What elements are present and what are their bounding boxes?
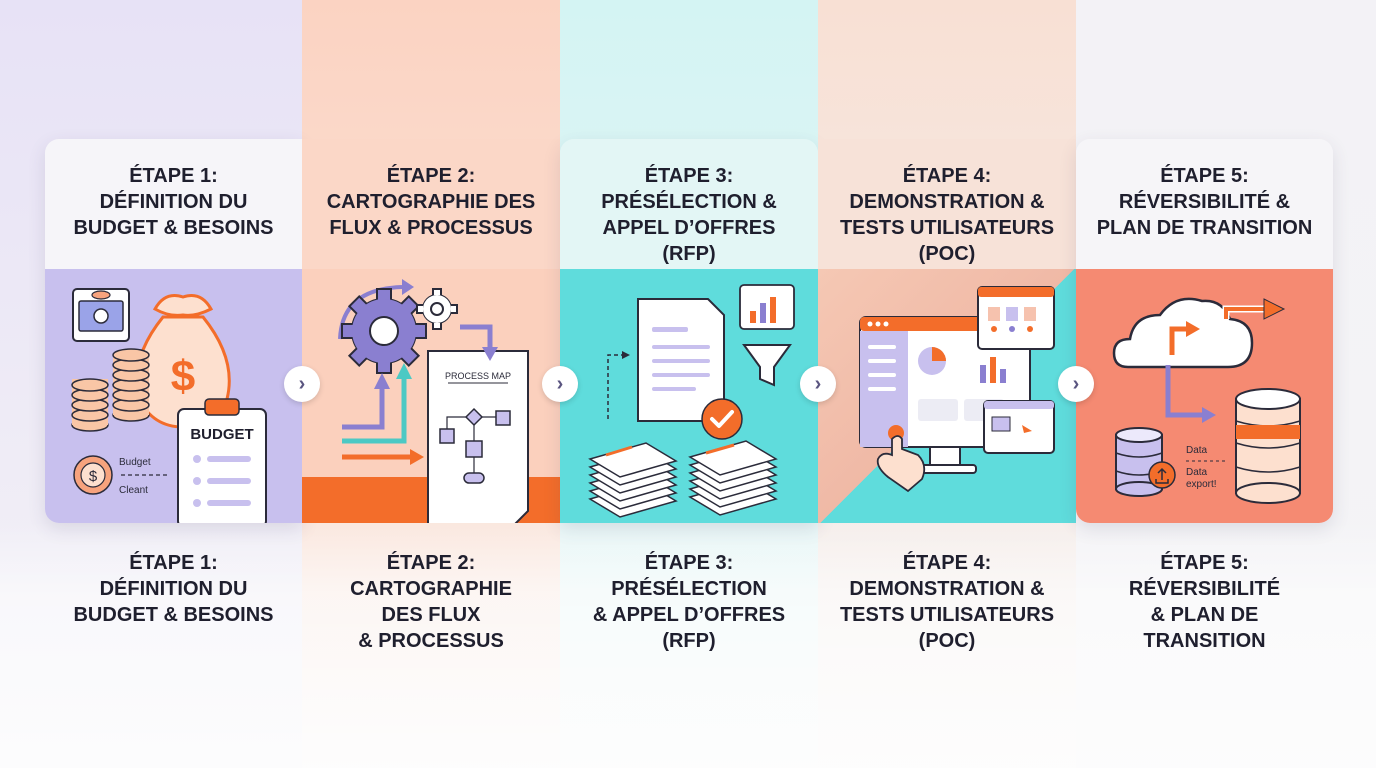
step-5-caption-line-2: RÉVERSIBILITÉ	[1128, 578, 1281, 600]
poc-illustration	[859, 286, 1055, 493]
step-5-caption: ÉTAPE 5: RÉVERSIBILITÉ & PLAN DE TRANSIT…	[1076, 550, 1333, 654]
step-4-caption-line-1: ÉTAPE 4:	[902, 552, 992, 574]
document-icon	[637, 298, 725, 422]
step-card-2: ÉTAPE 2: CARTOGRAPHIE DES FLUX & PROCESS…	[302, 139, 560, 523]
step-4-caption-line-3: TESTS UTILISATEURS	[839, 604, 1055, 626]
hand-pointer-icon	[876, 425, 926, 493]
step-card-4: ÉTAPE 4: DEMONSTRATION & TESTS UTILISATE…	[818, 139, 1076, 523]
step-card-5: ÉTAPE 5: RÉVERSIBILITÉ & PLAN DE TRANSIT…	[1076, 139, 1333, 523]
cloud-icon	[1112, 297, 1254, 369]
step-3-illustration	[560, 269, 818, 523]
legend-cleant-label: Cleant	[119, 485, 148, 496]
step-3-head-line-1: ÉTAPE 3:	[644, 165, 734, 187]
bar-chart-icon	[739, 284, 795, 330]
banknote-icon	[72, 288, 130, 342]
step-1-caption-line-2: DÉFINITION DU	[99, 578, 248, 600]
clipboard-title: BUDGET	[190, 426, 253, 443]
step-2-caption-line-3: DES FLUX	[381, 604, 481, 626]
next-arrow-button-2[interactable]: ›	[542, 366, 578, 402]
step-1-head-line-1: ÉTAPE 1:	[129, 165, 218, 187]
step-5-head-line-2: RÉVERSIBILITÉ &	[1118, 191, 1291, 213]
step-3-head-line-3: APPEL D’OFFRES	[602, 217, 776, 239]
step-1-caption: ÉTAPE 1: DÉFINITION DU BUDGET & BESOINS	[45, 550, 302, 628]
step-2-head-line-1: ÉTAPE 2:	[386, 165, 476, 187]
step-5-illustration: Data Data export!	[1076, 269, 1333, 523]
step-3-caption: ÉTAPE 3: PRÉSÉLECTION & APPEL D’OFFRES (…	[560, 550, 818, 654]
step-1-caption-line-3: BUDGET & BESOINS	[73, 604, 274, 626]
step-2-head-line-3: FLUX & PROCESSUS	[329, 217, 533, 239]
paper-stack-right	[688, 440, 778, 516]
funnel-icon	[742, 344, 792, 387]
legend-budget-label: Budget	[119, 457, 151, 468]
step-4-head-line-4: (POC)	[918, 243, 976, 265]
step-5-caption-line-1: ÉTAPE 5:	[1160, 552, 1249, 574]
database-icon	[1235, 388, 1301, 504]
step-2-caption-line-2: CARTOGRAPHIE	[350, 578, 512, 600]
step-2-caption-line-4: & PROCESSUS	[358, 630, 504, 652]
coins-icon	[71, 348, 150, 432]
budget-illustration: $ $	[71, 288, 267, 523]
step-1-header: ÉTAPE 1: DÉFINITION DU BUDGET & BESOINS	[45, 139, 302, 269]
popup-window-top	[977, 286, 1055, 350]
data-export-label: export!	[1186, 479, 1217, 490]
step-5-head-line-1: ÉTAPE 5:	[1160, 165, 1249, 187]
step-2-header: ÉTAPE 2: CARTOGRAPHIE DES FLUX & PROCESS…	[302, 139, 560, 269]
paper-stack-left	[588, 442, 678, 518]
process-map-title: PROCESS MAP	[445, 371, 511, 381]
step-2-head-line-2: CARTOGRAPHIE DES	[326, 191, 536, 213]
step-1-head-line-3: BUDGET & BESOINS	[73, 217, 274, 239]
step-3-head-line-2: PRÉSÉLECTION &	[601, 191, 777, 213]
step-4-caption-line-4: (POC)	[918, 630, 976, 652]
process-map-icon	[427, 350, 529, 523]
rfp-illustration	[588, 284, 795, 518]
step-3-head-line-4: (RFP)	[662, 243, 716, 265]
process-illustration: PROCESS MAP	[338, 279, 529, 523]
step-2-caption: ÉTAPE 2: CARTOGRAPHIE DES FLUX & PROCESS…	[302, 550, 560, 654]
step-5-caption-line-3: & PLAN DE	[1150, 604, 1259, 626]
step-3-caption-line-4: (RFP)	[662, 630, 716, 652]
step-2-illustration: PROCESS MAP	[302, 269, 560, 523]
svg-text:$: $	[171, 352, 195, 401]
step-3-header: ÉTAPE 3: PRÉSÉLECTION & APPEL D’OFFRES (…	[560, 139, 818, 269]
step-3-caption-line-2: PRÉSÉLECTION	[611, 578, 767, 600]
data-label-b: Data	[1186, 467, 1208, 478]
step-2-caption-line-1: ÉTAPE 2:	[386, 552, 476, 574]
step-4-header: ÉTAPE 4: DEMONSTRATION & TESTS UTILISATE…	[818, 139, 1076, 269]
next-arrow-button-4[interactable]: ›	[1058, 366, 1094, 402]
upload-icon	[1148, 461, 1176, 489]
small-gear-icon	[416, 288, 458, 330]
bottom-fade	[0, 520, 1376, 768]
step-4-head-line-3: TESTS UTILISATEURS	[839, 217, 1055, 239]
step-5-header: ÉTAPE 5: RÉVERSIBILITÉ & PLAN DE TRANSIT…	[1076, 139, 1333, 269]
coin-legend-icon: $	[73, 455, 169, 495]
step-4-head-line-1: ÉTAPE 4:	[902, 165, 992, 187]
step-5-caption-line-4: TRANSITION	[1143, 630, 1266, 652]
checkmark-icon	[701, 398, 743, 440]
transition-illustration: Data Data export!	[1112, 297, 1301, 504]
next-arrow-button-1[interactable]: ›	[284, 366, 320, 402]
step-1-caption-line-1: ÉTAPE 1:	[129, 552, 218, 574]
step-3-caption-line-3: & APPEL D’OFFRES	[592, 604, 786, 626]
step-1-head-line-2: DÉFINITION DU	[99, 191, 248, 213]
step-4-caption-line-2: DEMONSTRATION &	[849, 578, 1045, 600]
step-5-head-line-3: PLAN DE TRANSITION	[1096, 217, 1313, 239]
next-arrow-button-3[interactable]: ›	[800, 366, 836, 402]
step-4-illustration	[818, 269, 1076, 523]
svg-text:$: $	[89, 468, 98, 485]
step-card-1: ÉTAPE 1: DÉFINITION DU BUDGET & BESOINS …	[45, 139, 302, 523]
step-4-caption: ÉTAPE 4: DEMONSTRATION & TESTS UTILISATE…	[818, 550, 1076, 654]
step-card-3: ÉTAPE 3: PRÉSÉLECTION & APPEL D’OFFRES (…	[560, 139, 818, 523]
clipboard-icon	[177, 398, 267, 523]
gear-icon	[341, 288, 427, 374]
data-label-a: Data	[1186, 445, 1208, 456]
step-1-illustration: $ $	[45, 269, 302, 523]
popup-window-bottom	[983, 400, 1055, 454]
step-3-caption-line-1: ÉTAPE 3:	[644, 552, 734, 574]
step-4-head-line-2: DEMONSTRATION &	[849, 191, 1045, 213]
